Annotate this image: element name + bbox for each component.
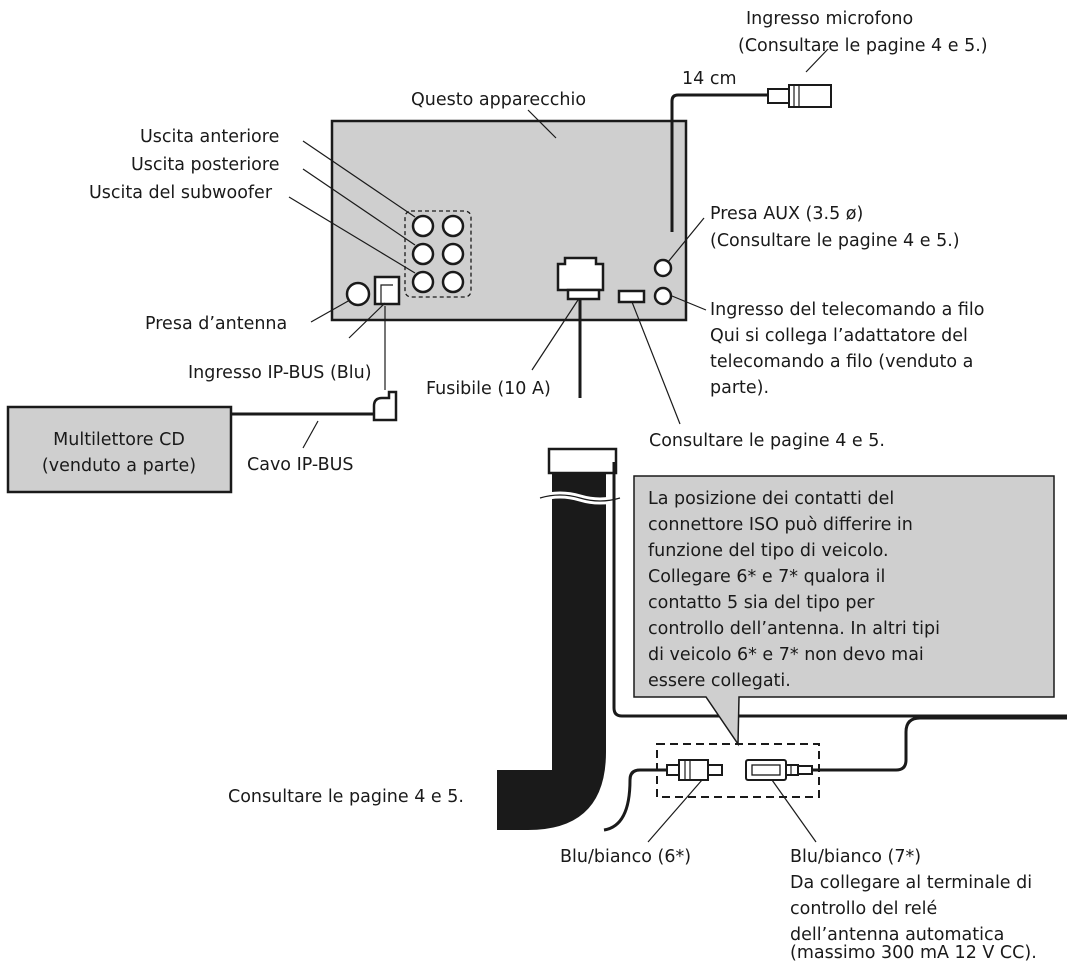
mic-plug-head (788, 84, 832, 108)
harness-right-cable (612, 462, 1067, 718)
connector-7-label-2: Da collegare al terminale di (790, 873, 1032, 893)
mic-plug-body (767, 88, 790, 104)
mic-cable (670, 93, 768, 232)
cd-changer-box (6, 405, 233, 494)
iso-note-line-5: contatto 5 sia del tipo per (648, 593, 875, 613)
ipbus-cable-leader (302, 420, 319, 449)
ipbus-input-leader (348, 302, 386, 339)
antenna-relay-connector-group (656, 743, 820, 798)
connector-7-label-1: Blu/bianco (7*) (790, 847, 921, 867)
unit-leader-line (527, 109, 557, 139)
iso-connector-socket (556, 256, 605, 292)
connector-6-leader (647, 779, 703, 843)
connector-7-label-5: (massimo 300 mA 12 V CC). (790, 943, 1037, 962)
fuse-slot (566, 288, 601, 301)
iso-note-line-2: connettore ISO può differire in (648, 515, 913, 535)
rca-output-group (404, 210, 472, 298)
antenna-jack-label: Presa d’antenna (145, 314, 287, 334)
ipbus-input-label: Ingresso IP-BUS (Blu) (188, 363, 372, 383)
iso-note-callout (633, 475, 1055, 747)
rear-out-leader (302, 168, 416, 246)
iso-note-line-8: essere collegati. (648, 671, 791, 691)
harness-top-connector (547, 447, 618, 475)
small-connector-port (617, 289, 646, 304)
rca-front-jacks (411, 214, 465, 238)
mic-input-label: Ingresso microfono (746, 9, 913, 29)
front-output-label: Uscita anteriore (140, 127, 279, 147)
fuse-label: Fusibile (10 A) (426, 379, 551, 399)
rca-rear-jacks (411, 242, 465, 266)
connector-7-label-4: dell’antenna automatica (790, 925, 1004, 945)
ipbus-cable-label: Cavo IP-BUS (247, 455, 354, 475)
aux-jack-reference: (Consultare le pagine 4 e 5.) (710, 231, 960, 251)
aux-leader (667, 217, 705, 263)
wired-remote-label-3: telecomando a filo (venduto a (710, 352, 973, 372)
aux-jack (653, 258, 673, 278)
remote-leader (671, 295, 707, 311)
wired-remote-label-2: Qui si collega l’adattatore del (710, 326, 968, 346)
aux-jack-label: Presa AUX (3.5 ø) (710, 204, 863, 224)
rca-subwoofer-jacks (411, 270, 465, 294)
ipbus-input-port (373, 275, 401, 306)
wired-remote-jack (653, 286, 673, 306)
ipbus-plug (372, 390, 398, 422)
small-port-reference: Consultare le pagine 4 e 5. (649, 431, 885, 451)
wired-remote-label-4: parte). (710, 378, 769, 398)
rear-output-label: Uscita posteriore (131, 155, 279, 175)
cd-changer-label-2: (venduto a parte) (42, 456, 196, 476)
wired-remote-label-1: Ingresso del telecomando a filo (710, 300, 984, 320)
harness-reference-label: Consultare le pagine 4 e 5. (228, 787, 464, 807)
antenna-jack (345, 281, 371, 307)
iso-note-line-4: Collegare 6* e 7* qualora il (648, 567, 885, 587)
harness-bundle-lower (497, 509, 606, 830)
iso-note-line-1: La posizione dei contatti del (648, 489, 894, 509)
fuse-leader (531, 299, 579, 371)
connector-6-male (666, 759, 723, 781)
mic-cable-length: 14 cm (682, 69, 737, 89)
connector-7-label-3: controllo del relé (790, 899, 937, 919)
connector-7-leader (771, 779, 817, 843)
cd-changer-label-1: Multilettore CD (53, 430, 185, 450)
iso-note-line-7: di veicolo 6* e 7* non devo mai (648, 645, 924, 665)
front-out-leader (302, 140, 416, 218)
subwoofer-output-label: Uscita del subwoofer (89, 183, 273, 203)
unit-label: Questo apparecchio (411, 90, 586, 110)
connector-6-label: Blu/bianco (6*) (560, 847, 691, 867)
iso-note-line-3: funzione del tipo di veicolo. (648, 541, 889, 561)
mic-input-reference: (Consultare le pagine 4 e 5.) (738, 36, 988, 56)
sub-out-leader (288, 196, 416, 274)
iso-note-line-6: controllo dell’antenna. In altri tipi (648, 619, 940, 639)
mic-leader (805, 48, 829, 73)
small-port-leader (631, 301, 681, 425)
lower-cable (603, 768, 667, 832)
antenna-leader (310, 299, 351, 323)
connector-7-female (745, 759, 813, 781)
